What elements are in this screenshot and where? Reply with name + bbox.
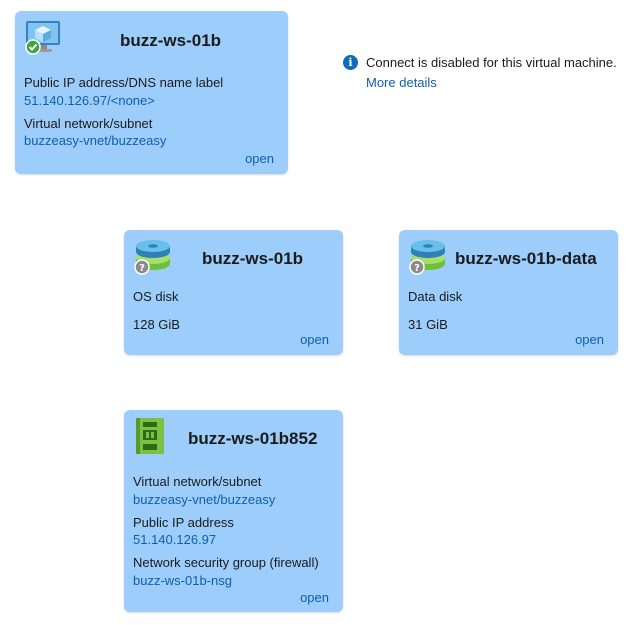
- nic-vnet-label: Virtual network/subnet: [133, 474, 262, 489]
- public-ip-dns-link[interactable]: 51.140.126.97/<none>: [24, 93, 155, 108]
- data-disk-size: 31 GiB: [408, 317, 448, 332]
- os-disk-type: OS disk: [133, 289, 179, 304]
- data-disk-open-link[interactable]: open: [575, 332, 604, 347]
- network-interface-card: buzz-ws-01b852 Virtual network/subnet bu…: [124, 410, 343, 612]
- os-disk-name: buzz-ws-01b: [202, 249, 304, 268]
- nsg-link[interactable]: buzz-ws-01b-nsg: [133, 573, 232, 588]
- nic-name: buzz-ws-01b852: [188, 429, 318, 448]
- data-disk-card: ? buzz-ws-01b-data Data disk 31 GiB open: [399, 230, 618, 355]
- vm-card: buzz-ws-01b Public IP address/DNS name l…: [15, 11, 288, 174]
- nic-public-ip-link[interactable]: 51.140.126.97: [133, 532, 217, 547]
- public-ip-dns-label: Public IP address/DNS name label: [24, 75, 224, 90]
- nic-public-ip-label: Public IP address: [133, 515, 234, 530]
- nic-open-link[interactable]: open: [300, 590, 329, 605]
- nic-vnet-link[interactable]: buzzeasy-vnet/buzzeasy: [133, 492, 276, 507]
- nsg-label: Network security group (firewall): [133, 555, 319, 570]
- data-disk-name: buzz-ws-01b-data: [455, 249, 597, 268]
- disk-icon: ?: [133, 239, 173, 280]
- more-details-link[interactable]: More details: [366, 75, 437, 90]
- os-disk-card: ? buzz-ws-01b OS disk 128 GiB open: [124, 230, 343, 355]
- vm-open-link[interactable]: open: [245, 151, 274, 166]
- vm-name: buzz-ws-01b: [120, 31, 222, 50]
- svg-text:?: ?: [139, 263, 145, 274]
- os-disk-size: 128 GiB: [133, 317, 180, 332]
- connect-disabled-notice: i Connect is disabled for this virtual m…: [343, 55, 617, 70]
- vnet-subnet-label: Virtual network/subnet: [24, 116, 153, 131]
- network-interface-icon: [135, 417, 165, 460]
- disk-icon: ?: [408, 239, 448, 280]
- data-disk-type: Data disk: [408, 289, 463, 304]
- svg-text:?: ?: [414, 263, 420, 274]
- vnet-subnet-link[interactable]: buzzeasy-vnet/buzzeasy: [24, 133, 167, 148]
- connect-disabled-text: Connect is disabled for this virtual mac…: [366, 55, 617, 70]
- virtual-machine-icon: [24, 19, 62, 60]
- info-icon: i: [343, 55, 358, 70]
- os-disk-open-link[interactable]: open: [300, 332, 329, 347]
